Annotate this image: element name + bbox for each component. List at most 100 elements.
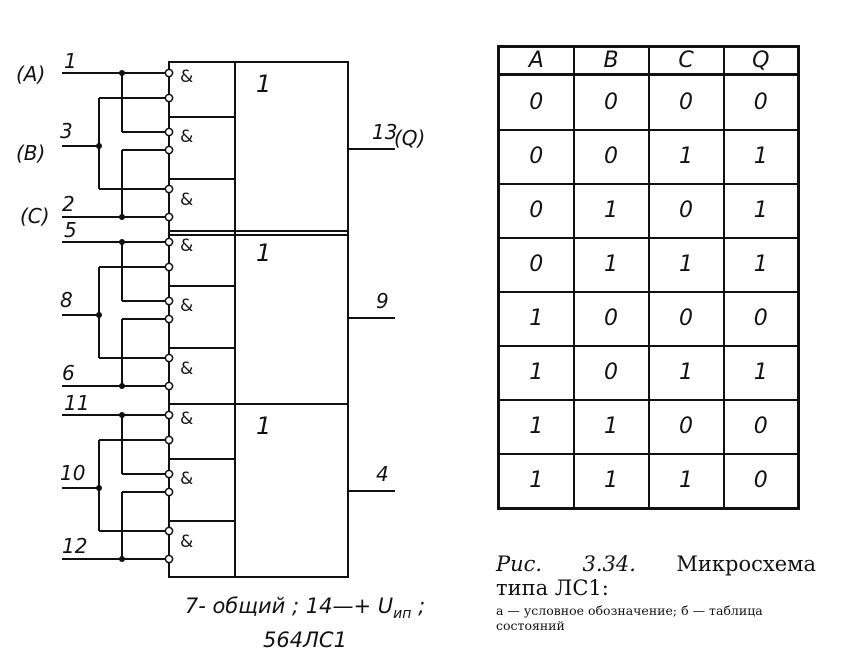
truth-table-cell: 0 (722, 398, 800, 455)
truth-table-header-row: A B C Q (497, 45, 800, 76)
or-symbol: 1 (256, 239, 271, 267)
or-symbol: 1 (256, 70, 271, 98)
inversion-bubble (164, 469, 174, 479)
header-cell-q: Q (722, 45, 800, 76)
pin-number: 11 (64, 391, 89, 415)
inversion-bubble (164, 68, 174, 78)
caption-fig-word: Рис. (496, 552, 543, 576)
truth-table-cell: 1 (722, 236, 800, 293)
pin-number: 3 (60, 119, 73, 143)
inversion-bubble (164, 145, 174, 155)
wire-junction (96, 143, 102, 149)
and-symbol: & (180, 409, 193, 429)
inversion-bubble (164, 554, 174, 564)
truth-table-cell: 1 (497, 344, 575, 401)
inversion-bubble (164, 212, 174, 222)
truth-table-cell: 1 (722, 344, 800, 401)
wire-junction (119, 239, 125, 245)
output-q-name: (Q) (394, 126, 425, 150)
pin-number: 4 (376, 462, 389, 486)
truth-table-cell: 0 (497, 182, 575, 239)
pin-number: 1 (64, 49, 77, 73)
caption-fig-number: 3.34. (582, 552, 636, 576)
truth-table-cell: 0 (722, 73, 800, 131)
truth-table-cell: 1 (497, 452, 575, 510)
pin-number: 12 (62, 534, 87, 558)
truth-table-cell: 1 (647, 344, 725, 401)
header-cell-b: B (572, 45, 650, 76)
and-gate-column (168, 403, 236, 578)
truth-table-cell: 1 (647, 452, 725, 510)
truth-table-cell: 0 (572, 73, 650, 131)
pin-number: 9 (376, 289, 389, 313)
header-cell-c: C (647, 45, 725, 76)
inversion-bubble (164, 93, 174, 103)
and-symbol: & (180, 127, 193, 147)
power-pin-note-suffix: ; (411, 594, 426, 618)
and-symbol: & (180, 469, 193, 489)
inversion-bubble (164, 127, 174, 137)
figure-caption: Рис. 3.34. Микросхема типа ЛС1: а — усло… (496, 552, 816, 633)
wire-junction (119, 383, 125, 389)
wire-junction (96, 312, 102, 318)
truth-table-cell: 1 (572, 398, 650, 455)
truth-table-cell: 0 (647, 182, 725, 239)
truth-table-cell: 0 (572, 344, 650, 401)
and-symbol: & (180, 67, 193, 87)
inversion-bubble (164, 526, 174, 536)
inversion-bubble (164, 314, 174, 324)
truth-table-cell: 1 (572, 236, 650, 293)
inversion-bubble (164, 381, 174, 391)
truth-table-cell: 0 (647, 290, 725, 347)
pin-number: 5 (64, 218, 77, 242)
truth-table-cell: 0 (497, 128, 575, 185)
and-symbol: & (180, 296, 193, 316)
and-symbol: & (180, 190, 193, 210)
header-cell-a: A (497, 45, 575, 76)
and-gate-column (168, 230, 236, 405)
truth-table-cell: 0 (572, 290, 650, 347)
inversion-bubble (164, 410, 174, 420)
inversion-bubble (164, 487, 174, 497)
wire-junction (119, 214, 125, 220)
truth-table-cell: 1 (722, 182, 800, 239)
and-symbol: & (180, 532, 193, 552)
truth-table-cell: 0 (647, 398, 725, 455)
truth-table-cell: 1 (647, 236, 725, 293)
power-pin-note-line1: 7- общий ; 14—+ Uип ; (180, 593, 430, 627)
pin-number: 10 (60, 461, 85, 485)
truth-table-cell: 1 (497, 398, 575, 455)
pin-number: 13 (372, 120, 397, 144)
power-pin-note: 7- общий ; 14—+ Uип ; 564ЛС1 (180, 593, 430, 653)
truth-table-cell: 0 (497, 73, 575, 131)
caption-title-line: Рис. 3.34. Микросхема (496, 552, 816, 576)
and-gate-column (168, 61, 236, 236)
pin-number: 8 (60, 288, 73, 312)
wire-junction (96, 485, 102, 491)
inversion-bubble (164, 435, 174, 445)
or-block (234, 61, 349, 236)
inversion-bubble (164, 353, 174, 363)
truth-table-cell: 0 (572, 128, 650, 185)
inversion-bubble (164, 184, 174, 194)
caption-title-line2: типа ЛС1: (496, 576, 609, 600)
and-symbol: & (180, 359, 193, 379)
inversion-bubble (164, 262, 174, 272)
input-b-name: (B) (16, 141, 45, 165)
input-a-name: (A) (16, 62, 45, 86)
truth-table-cell: 1 (572, 452, 650, 510)
or-block (234, 230, 349, 405)
truth-table-cell: 0 (722, 452, 800, 510)
or-symbol: 1 (256, 412, 271, 440)
pin-number: 2 (62, 192, 75, 216)
chip-part-number: 564ЛС1 (263, 628, 347, 653)
